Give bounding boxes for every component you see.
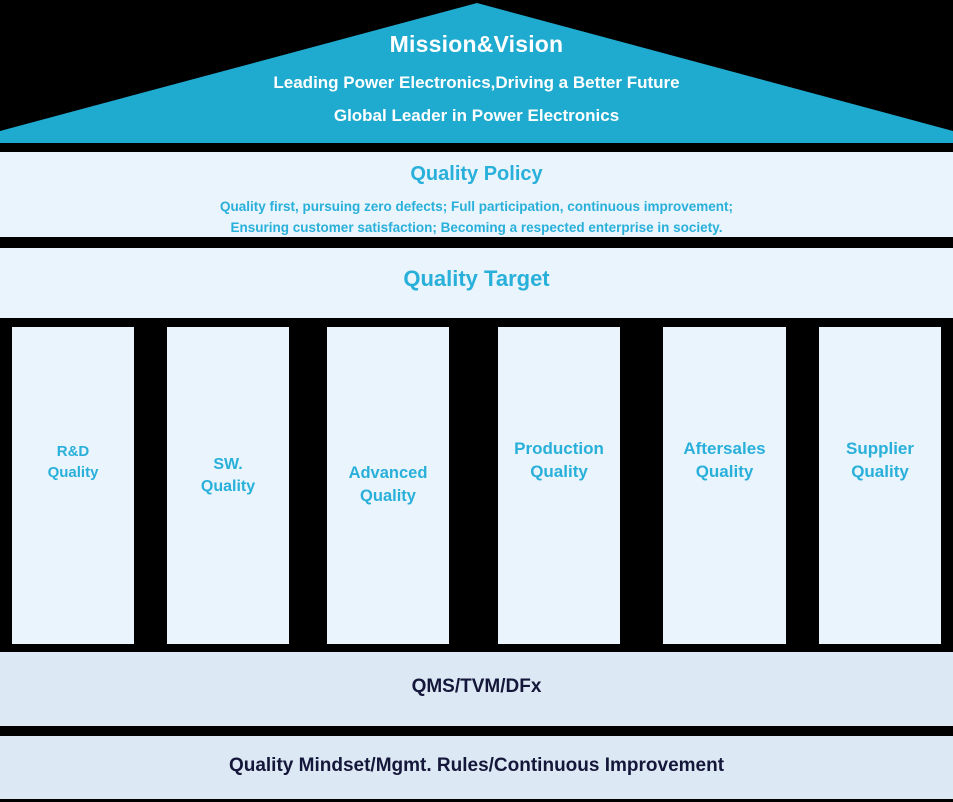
mission-vision-title: Mission&Vision: [389, 31, 564, 57]
pillar-label-line-2: Quality: [530, 462, 588, 482]
quality-policy-body-line-2: Ensuring customer satisfaction; Becoming…: [230, 220, 723, 235]
mission-statement-line-2: Global Leader in Power Electronics: [333, 106, 620, 125]
quality-policy-band: Quality Policy Quality first, pursuing z…: [0, 152, 953, 237]
foundation-band-methods: QMS/TVM/DFx: [0, 652, 953, 726]
pillar-advanced-quality-label: Advanced Quality: [327, 462, 449, 508]
pillar-sw-quality: SW. Quality: [167, 327, 289, 644]
pillar-label-line-2: Quality: [47, 463, 99, 481]
foundation-band-culture: Quality Mindset/Mgmt. Rules/Continuous I…: [0, 736, 953, 799]
pillar-advanced-quality: Advanced Quality: [327, 327, 449, 644]
pillar-rd-quality: R&D Quality: [12, 327, 134, 644]
pillar-label-line-2: Quality: [851, 462, 909, 482]
mission-statement-line-1: Leading Power Electronics,Driving a Bett…: [273, 73, 680, 92]
pillar-group: R&D Quality SW. Quality Advanced Quality…: [0, 327, 953, 644]
pillar-aftersales-quality: Aftersales Quality: [663, 327, 786, 644]
quality-policy-body: Quality first, pursuing zero defects; Fu…: [0, 196, 953, 238]
pillar-label-line-1: R&D: [56, 443, 90, 460]
mission-vision-roof: Mission&Vision Leading Power Electronics…: [0, 0, 953, 145]
pillar-production-quality: Production Quality: [498, 327, 620, 644]
roof-triangle-shape: [0, 3, 953, 143]
foundation-methods-text: QMS/TVM/DFx: [411, 676, 542, 697]
pillar-label-line-1: Aftersales: [683, 439, 766, 458]
pillar-label-line-2: Quality: [200, 478, 256, 496]
pillar-label-line-2: Quality: [360, 486, 416, 505]
pillar-label-line-1: Advanced: [348, 464, 428, 482]
pillar-aftersales-quality-label: Aftersales Quality: [663, 437, 786, 484]
pillar-supplier-quality: Supplier Quality: [819, 327, 941, 644]
pillar-label-line-1: Supplier: [845, 439, 914, 458]
quality-policy-body-line-1: Quality first, pursuing zero defects; Fu…: [219, 199, 734, 214]
pillar-supplier-quality-label: Supplier Quality: [819, 437, 941, 484]
foundation-culture-text: Quality Mindset/Mgmt. Rules/Continuous I…: [228, 755, 725, 776]
pillar-rd-quality-label: R&D Quality: [12, 442, 134, 483]
pillar-label-line-1: Production: [514, 439, 604, 458]
pillar-label-line-2: Quality: [695, 462, 754, 482]
pillar-sw-quality-label: SW. Quality: [167, 454, 289, 498]
quality-target-band: Quality Target: [0, 248, 953, 318]
quality-policy-title: Quality Policy: [410, 163, 543, 185]
pillar-label-line-1: SW.: [213, 456, 243, 473]
pillar-production-quality-label: Production Quality: [498, 437, 620, 484]
quality-target-title: Quality Target: [403, 266, 550, 291]
